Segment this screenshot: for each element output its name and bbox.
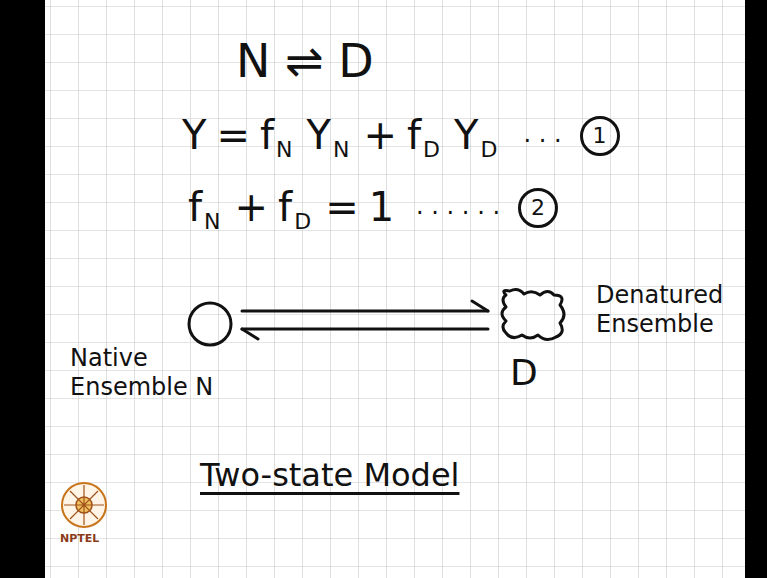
node-label: Native Ensemble N	[70, 344, 220, 402]
equation-number: 2	[518, 188, 558, 228]
equation-term: f	[260, 112, 274, 158]
subscript: N	[276, 137, 292, 162]
node-outline	[496, 285, 572, 347]
subscript: N	[333, 137, 349, 162]
leader-dots: · · · · · ·	[416, 199, 500, 227]
arrow-shaft	[242, 310, 488, 313]
equation-row: Y=fNYN+fDYD· · ·1	[182, 112, 630, 162]
equation-term: Y	[454, 112, 478, 158]
squiggle-outline	[502, 290, 564, 340]
equation-term: f	[407, 112, 421, 158]
native-circle: Native Ensemble N	[186, 300, 234, 348]
subscript: D	[294, 209, 311, 234]
equation-term: Y	[182, 112, 206, 158]
frame-bar	[0, 0, 45, 578]
equation-term: =	[325, 184, 359, 230]
equation-row: fN+fD=1· · · · · ·2	[188, 184, 568, 234]
frame-bar	[745, 0, 767, 578]
equation-term: =	[216, 112, 250, 158]
logo-text: NPTEL	[60, 532, 99, 545]
half-arrowhead	[242, 329, 258, 339]
reaction-equation: N ⇌ D	[236, 34, 374, 88]
node-label: Denatured Ensemble	[596, 281, 734, 339]
circle-outline	[189, 303, 231, 345]
node-symbol: D	[510, 351, 550, 394]
model-title: Two-state Model	[200, 456, 459, 494]
equation-term: +	[363, 112, 397, 158]
equation-term: f	[278, 184, 292, 230]
equation-number: 1	[580, 116, 620, 156]
node-outline	[186, 300, 234, 348]
denatured-shape: DDenatured Ensemble	[496, 285, 572, 347]
subscript: D	[480, 137, 497, 162]
equation-term: 1	[369, 184, 394, 230]
equation-term: f	[188, 184, 202, 230]
half-arrowhead	[472, 301, 488, 311]
grid	[45, 0, 745, 578]
arrow-shaft	[242, 328, 488, 331]
equation-term: +	[235, 184, 269, 230]
leader-dots: · · ·	[523, 127, 561, 155]
subscript: D	[423, 137, 440, 162]
equilibrium-arrow	[242, 329, 488, 339]
nptel-logo	[62, 483, 106, 527]
equation-term: Y	[307, 112, 331, 158]
subscript: N	[204, 209, 220, 234]
equilibrium-arrow	[242, 301, 488, 311]
